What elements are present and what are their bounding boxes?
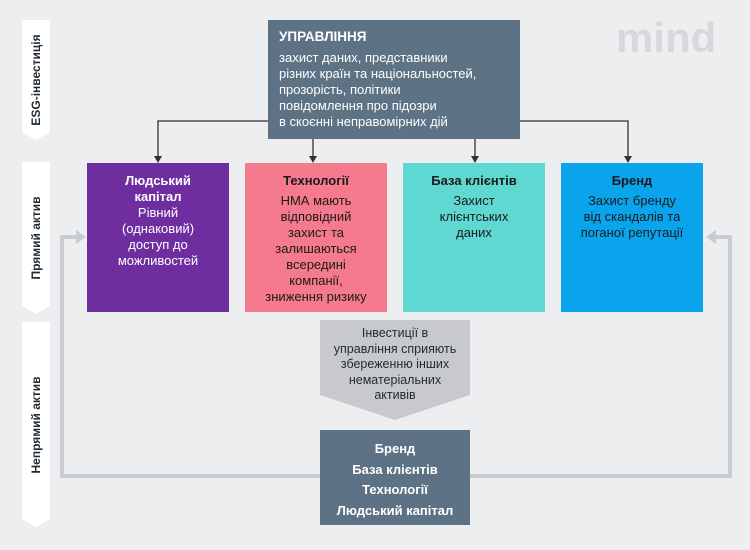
card-text: НМА мають відповідний захист та залишают… — [251, 193, 381, 305]
side-label-esg: ESG-інвестиція — [29, 34, 43, 126]
arrow-text-line: нематеріальних — [348, 372, 442, 387]
card-human-capital: Людський капітал Рівний (однаковий) дост… — [87, 163, 229, 312]
card-title: Технології — [251, 173, 381, 189]
card-title-line: База клієнтів — [431, 173, 517, 188]
loop-line-right — [470, 235, 732, 478]
arrowhead-clients — [471, 156, 479, 163]
card-text-line: НМА мають — [280, 193, 352, 208]
governance-line: захист даних, представники — [279, 50, 448, 65]
card-text-line: клієнтських — [439, 209, 509, 224]
indirect-item: Людський капітал — [336, 502, 454, 518]
card-text: Захист бренду від скандалів та поганої р… — [567, 193, 697, 241]
card-text-line: (однаковий) — [121, 221, 195, 236]
card-text-line: можливостей — [117, 253, 199, 268]
governance-text: захист даних, представники різних країн … — [279, 50, 510, 130]
card-client-base: База клієнтів Захист клієнтських даних — [403, 163, 545, 312]
side-label-indirect: Непрямий актив — [29, 375, 43, 474]
card-text-line: від скандалів та — [583, 209, 681, 224]
card-text-line: поганої репутації — [580, 225, 684, 240]
arrow-text-line: управління сприяють — [333, 341, 457, 356]
card-text-line: залишаються — [275, 241, 357, 256]
loop-arrowhead-right — [706, 230, 716, 244]
governance-connectors — [157, 120, 629, 158]
side-tag-direct: Прямий актив — [22, 162, 50, 314]
indirect-item: База клієнтів — [352, 461, 438, 477]
side-label-direct: Прямий актив — [29, 196, 43, 280]
indirect-item: Технології — [362, 482, 428, 497]
down-arrow-text: Інвестиції в управління сприяють збереже… — [330, 326, 460, 404]
card-text-line: Захист — [453, 193, 495, 208]
card-text: Захист клієнтських даних — [409, 193, 539, 241]
card-brand: Бренд Захист бренду від скандалів та пог… — [561, 163, 703, 312]
card-title-line: Бренд — [611, 173, 653, 188]
connector-human-capital — [157, 120, 268, 158]
card-technology: Технології НМА мають відповідний захист … — [245, 163, 387, 312]
card-text-line: всередині — [286, 257, 346, 272]
governance-line: прозорість, політики — [279, 82, 401, 97]
card-text-line: Захист бренду — [587, 193, 677, 208]
card-title: Бренд — [567, 173, 697, 189]
card-text-line: доступ до — [128, 237, 188, 252]
indirect-assets-box: Бренд База клієнтів Технології Людський … — [320, 430, 470, 525]
side-tag-esg: ESG-інвестиція — [22, 20, 50, 140]
arrowhead-technology — [309, 156, 317, 163]
card-text-line: даних — [456, 225, 492, 240]
card-text-line: захист та — [287, 225, 345, 240]
card-text-line: Рівний — [137, 205, 179, 220]
arrowhead-brand — [624, 156, 632, 163]
governance-line: в скоєнні неправомірних дій — [279, 114, 448, 129]
card-text-line: відповідний — [280, 209, 352, 224]
arrow-text-line: Інвестиції в — [361, 326, 429, 340]
arrow-text-line: активів — [374, 388, 416, 402]
arrowhead-human-capital — [154, 156, 162, 163]
arrow-text-line: збереженню інших — [340, 357, 450, 371]
connector-brand — [520, 120, 629, 158]
governance-line: різних країн та національностей, — [279, 66, 477, 81]
card-title-line: капітал — [134, 189, 182, 204]
card-text: Рівний (однаковий) доступ до можливостей — [93, 205, 223, 269]
feedback-loop-arrows — [60, 235, 732, 478]
governance-line: повідомлення про підозри — [279, 98, 437, 113]
side-tag-indirect: Непрямий актив — [22, 322, 50, 527]
loop-arrowhead-left — [76, 230, 86, 244]
card-title-line: Людський — [125, 173, 191, 188]
governance-box: УПРАВЛІННЯ захист даних, представники рі… — [268, 20, 520, 139]
down-arrow — [320, 320, 470, 420]
card-title: База клієнтів — [409, 173, 539, 189]
indirect-item: Бренд — [374, 441, 416, 456]
card-text-line: компанії, — [289, 273, 343, 288]
card-title: Людський капітал — [93, 173, 223, 205]
card-text-line: зниження ризику — [265, 289, 367, 304]
mind-logo: mind — [616, 14, 717, 61]
governance-title: УПРАВЛІННЯ — [279, 29, 367, 44]
card-title-line: Технології — [283, 173, 349, 188]
loop-line-left — [60, 235, 320, 478]
